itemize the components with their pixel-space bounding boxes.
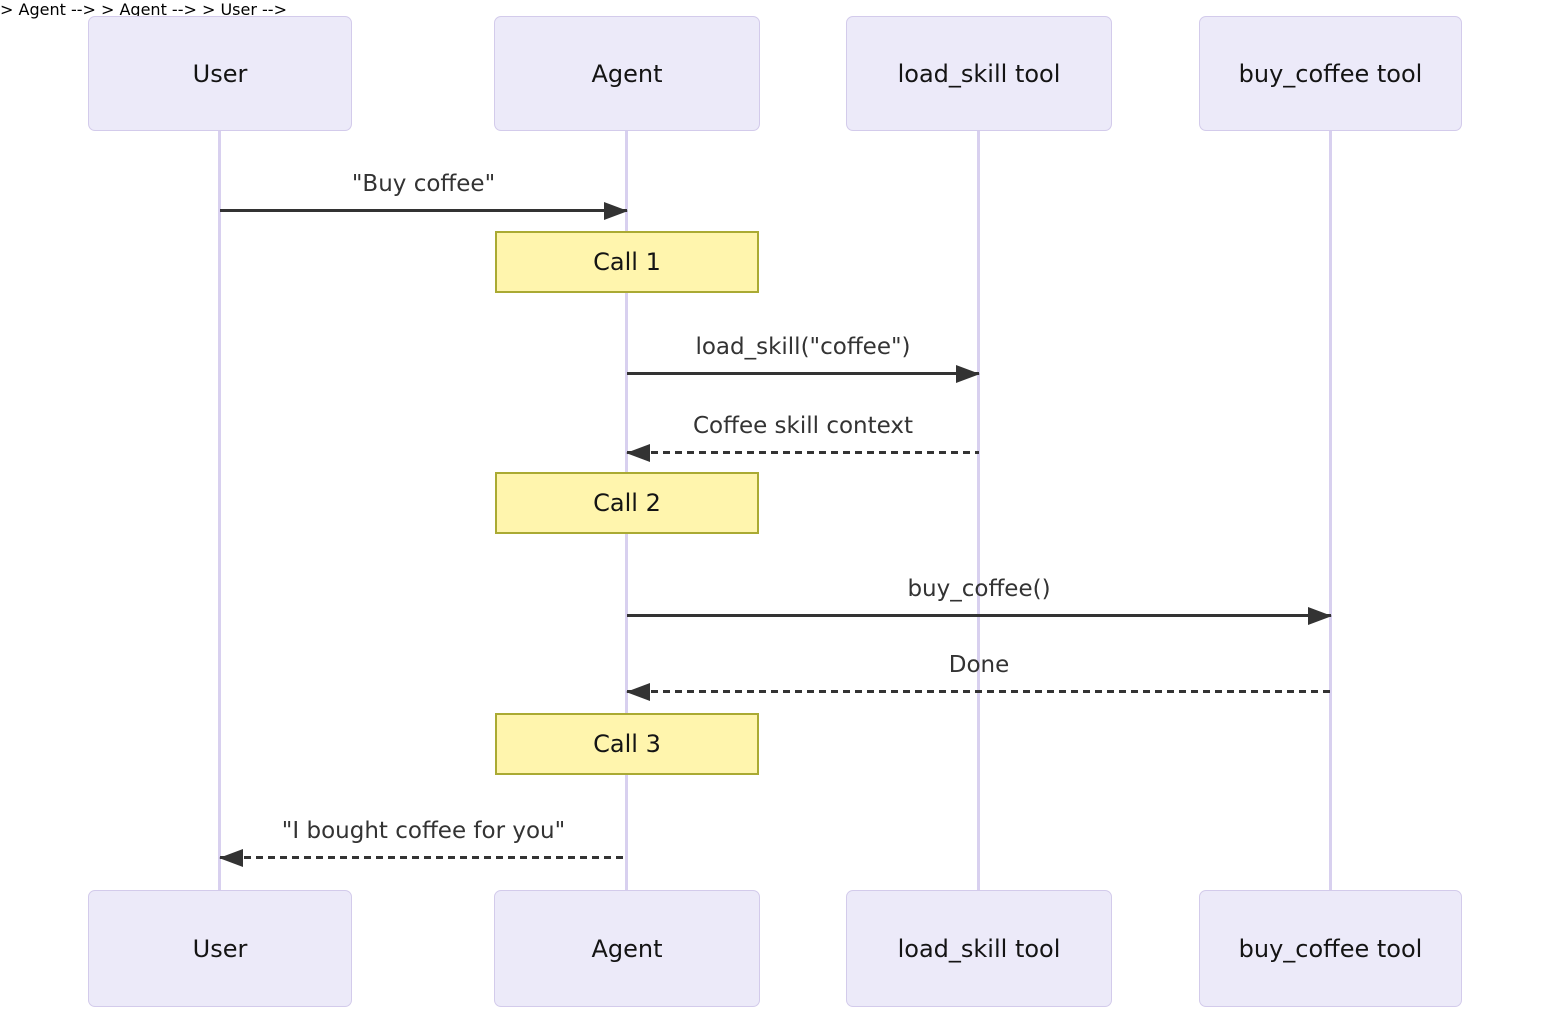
message-label: Coffee skill context bbox=[692, 413, 914, 439]
message-bought-coffee-reply: "I bought coffee for you" bbox=[219, 811, 627, 867]
lifeline-user bbox=[218, 131, 221, 891]
message-label: buy_coffee() bbox=[907, 576, 1051, 602]
participant-box-agent-bottom: Agent bbox=[494, 890, 760, 1007]
note-label: Call 1 bbox=[593, 248, 661, 276]
message-label: "Buy coffee" bbox=[351, 171, 496, 197]
arrowhead-left-icon bbox=[219, 848, 243, 867]
participant-label: load_skill tool bbox=[897, 934, 1061, 963]
note-call-2: Call 2 bbox=[495, 472, 759, 534]
lifeline-buy-coffee-tool bbox=[1329, 131, 1332, 891]
arrowhead-right-icon bbox=[604, 201, 628, 220]
message-buy-coffee-call: buy_coffee() bbox=[627, 569, 1332, 625]
arrowhead-right-icon bbox=[956, 364, 980, 383]
participant-box-user-bottom: User bbox=[88, 890, 352, 1007]
message-line-solid bbox=[627, 606, 1332, 625]
message-label: load_skill("coffee") bbox=[695, 334, 911, 360]
participant-label: User bbox=[192, 934, 248, 963]
note-label: Call 2 bbox=[593, 489, 661, 517]
participant-box-agent-top: Agent bbox=[494, 16, 760, 131]
arrowhead-left-icon bbox=[626, 443, 650, 462]
message-done: Done bbox=[626, 645, 1331, 701]
message-line-solid bbox=[627, 364, 980, 383]
message-label: Done bbox=[948, 652, 1010, 678]
message-line-dashed bbox=[626, 443, 979, 462]
participant-box-buy-coffee-tool-bottom: buy_coffee tool bbox=[1199, 890, 1462, 1007]
note-call-3: Call 3 bbox=[495, 713, 759, 775]
message-buy-coffee-request: "Buy coffee" bbox=[220, 164, 628, 220]
participant-box-load-skill-tool-bottom: load_skill tool bbox=[846, 890, 1112, 1007]
participant-label: buy_coffee tool bbox=[1238, 934, 1423, 963]
message-line-dashed bbox=[219, 848, 627, 867]
participant-label: User bbox=[192, 59, 248, 88]
participant-label: Agent bbox=[591, 934, 663, 963]
participant-label: Agent bbox=[591, 59, 663, 88]
participant-label: load_skill tool bbox=[897, 59, 1061, 88]
message-label: "I bought coffee for you" bbox=[281, 818, 566, 844]
arrowhead-left-icon bbox=[626, 682, 650, 701]
note-call-1: Call 1 bbox=[495, 231, 759, 293]
message-coffee-skill-context: Coffee skill context bbox=[626, 406, 979, 462]
arrowhead-right-icon bbox=[1308, 606, 1332, 625]
note-label: Call 3 bbox=[593, 730, 661, 758]
message-load-skill-call: load_skill("coffee") bbox=[627, 327, 980, 383]
participant-label: buy_coffee tool bbox=[1238, 59, 1423, 88]
message-line-dashed bbox=[626, 682, 1331, 701]
participant-box-buy-coffee-tool-top: buy_coffee tool bbox=[1199, 16, 1462, 131]
message-line-solid bbox=[220, 201, 628, 220]
lifeline-load-skill-tool bbox=[977, 131, 980, 891]
participant-box-user-top: User bbox=[88, 16, 352, 131]
participant-box-load-skill-tool-top: load_skill tool bbox=[846, 16, 1112, 131]
